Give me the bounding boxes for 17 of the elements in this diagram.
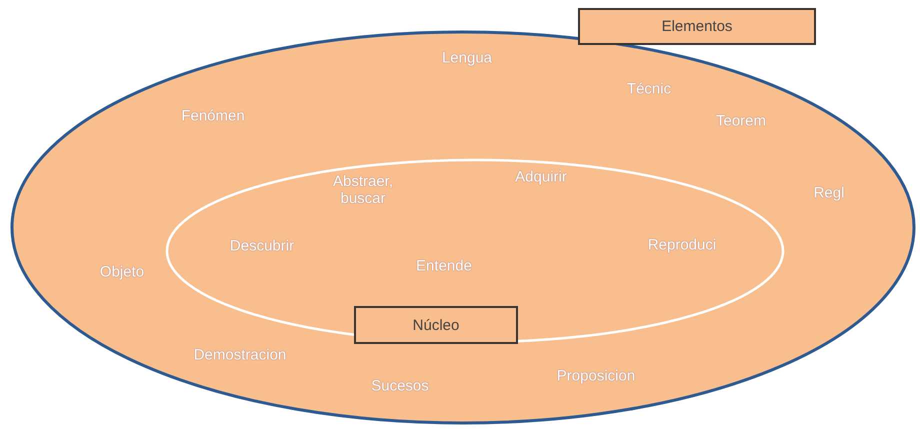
ellipse-label: Proposicion xyxy=(556,367,636,385)
ellipse-label: Descubrir xyxy=(230,237,294,255)
label-box: Elementos xyxy=(578,8,816,45)
ellipse-label: Técnic xyxy=(626,80,672,98)
outer-ellipse xyxy=(10,30,916,424)
ellipse-label: Fenómen xyxy=(181,107,245,125)
ellipse-label: Abstraer, buscar xyxy=(332,172,394,208)
ellipse-label: Objeto xyxy=(100,263,144,281)
ellipse-label: Demostracion xyxy=(194,346,286,364)
ellipse-label: Reproduci xyxy=(648,236,716,254)
ellipse-label: Sucesos xyxy=(371,377,429,395)
ellipse-label: Adquirir xyxy=(515,168,567,186)
ellipse-label: Regl xyxy=(814,184,844,202)
ellipse-label: Lengua xyxy=(442,49,492,67)
ellipse-label: Entende xyxy=(416,257,472,275)
ellipse-label: Teorem xyxy=(716,112,766,130)
label-box: Núcleo xyxy=(354,306,518,344)
